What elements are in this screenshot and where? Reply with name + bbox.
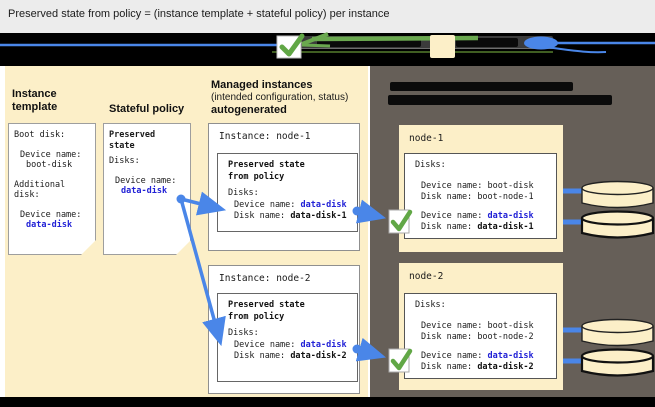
managed-instances-heading: Managed instances xyxy=(211,79,313,91)
instance-template-doc: Boot disk: Device name: boot-disk Additi… xyxy=(8,123,96,255)
disks-label: Disks: xyxy=(109,156,140,166)
boot-device-line: Device name: boot-disk xyxy=(421,181,534,191)
managed-instances-subheading: (intended configuration, status) xyxy=(211,92,349,103)
disk-name-line: Disk name: data-disk-2 xyxy=(234,351,347,361)
device-name-line: Device name: data-disk xyxy=(234,199,347,210)
title-bar: Preserved state from policy = (instance … xyxy=(0,0,655,33)
stateful-policy-doc: Preserved state Disks: Device name: data… xyxy=(103,123,191,255)
preserved-state-box-node-2: Preserved state from policy Disks: Devic… xyxy=(217,293,358,382)
page-title: Preserved state from policy = (instance … xyxy=(8,8,390,20)
vm-panel-heading-redacted-line-1 xyxy=(390,82,573,91)
additional-disk-label: Additional disk: xyxy=(14,179,66,201)
policy-device-value: data-disk xyxy=(121,186,168,196)
data-disk-line: Disk name: data-disk-2 xyxy=(421,362,534,372)
instance-title: Instance: node-1 xyxy=(219,131,311,142)
preserved-state-line2: from policy xyxy=(228,171,285,182)
vm-disks-box-node-2: Disks: Device name: boot-disk Disk name:… xyxy=(404,293,557,379)
boot-disk-line: Disk name: boot-node-2 xyxy=(421,332,534,342)
preserved-state-box-node-1: Preserved state from policy Disks: Devic… xyxy=(217,153,358,232)
disks-label: Disks: xyxy=(228,328,259,338)
instance-template-heading: Instance template xyxy=(12,88,58,113)
stateful-policy-heading: Stateful policy xyxy=(109,103,185,115)
preserved-state-line1: Preserved state xyxy=(228,300,305,310)
data-device-label: Device name: xyxy=(20,209,82,220)
vm-name: node-1 xyxy=(409,133,444,144)
disk-cylinder-label-boot-node-2: boot-node-2 xyxy=(589,330,646,340)
vm-disks-box-node-1: Disks: Device name: boot-disk Disk name:… xyxy=(404,153,557,239)
boot-disk-label: Boot disk: xyxy=(14,130,66,140)
vm-name: node-2 xyxy=(409,271,444,282)
boot-device-line: Device name: boot-disk xyxy=(421,321,534,331)
vm-panel-heading-redacted-line-2 xyxy=(388,95,612,105)
data-disk-line: Disk name: data-disk-1 xyxy=(421,222,534,232)
disk-cylinder-label-boot-node-1: boot-node-1 xyxy=(589,192,646,202)
disks-label: Disks: xyxy=(228,188,259,198)
disks-label: Disks: xyxy=(415,160,446,170)
bottom-band xyxy=(0,397,655,407)
preserved-state-line2: from policy xyxy=(228,311,285,322)
data-device-line: Device name: data-disk xyxy=(421,351,534,361)
data-device-line: Device name: data-disk xyxy=(421,211,534,221)
boot-device-value: boot-disk xyxy=(26,160,73,170)
data-device-value: data-disk xyxy=(26,220,73,230)
disk-name-line: Disk name: data-disk-1 xyxy=(234,211,347,221)
legend-band xyxy=(0,33,655,66)
policy-device-label: Device name: xyxy=(115,175,177,186)
disk-cylinder-label-data-disk-1: data-disk-1 xyxy=(589,222,646,232)
device-name-line: Device name: data-disk xyxy=(234,339,347,350)
boot-disk-line: Disk name: boot-node-1 xyxy=(421,192,534,202)
instance-title: Instance: node-2 xyxy=(219,273,311,284)
preserved-state-line1: Preserved state xyxy=(228,160,305,170)
boot-device-label: Device name: xyxy=(20,149,82,160)
preserved-state-label: Preserved state xyxy=(109,130,156,151)
disk-cylinder-label-data-disk-2: data-disk-2 xyxy=(589,360,646,370)
managed-instances-subheading2: autogenerated xyxy=(211,104,287,116)
disks-label: Disks: xyxy=(415,300,446,310)
